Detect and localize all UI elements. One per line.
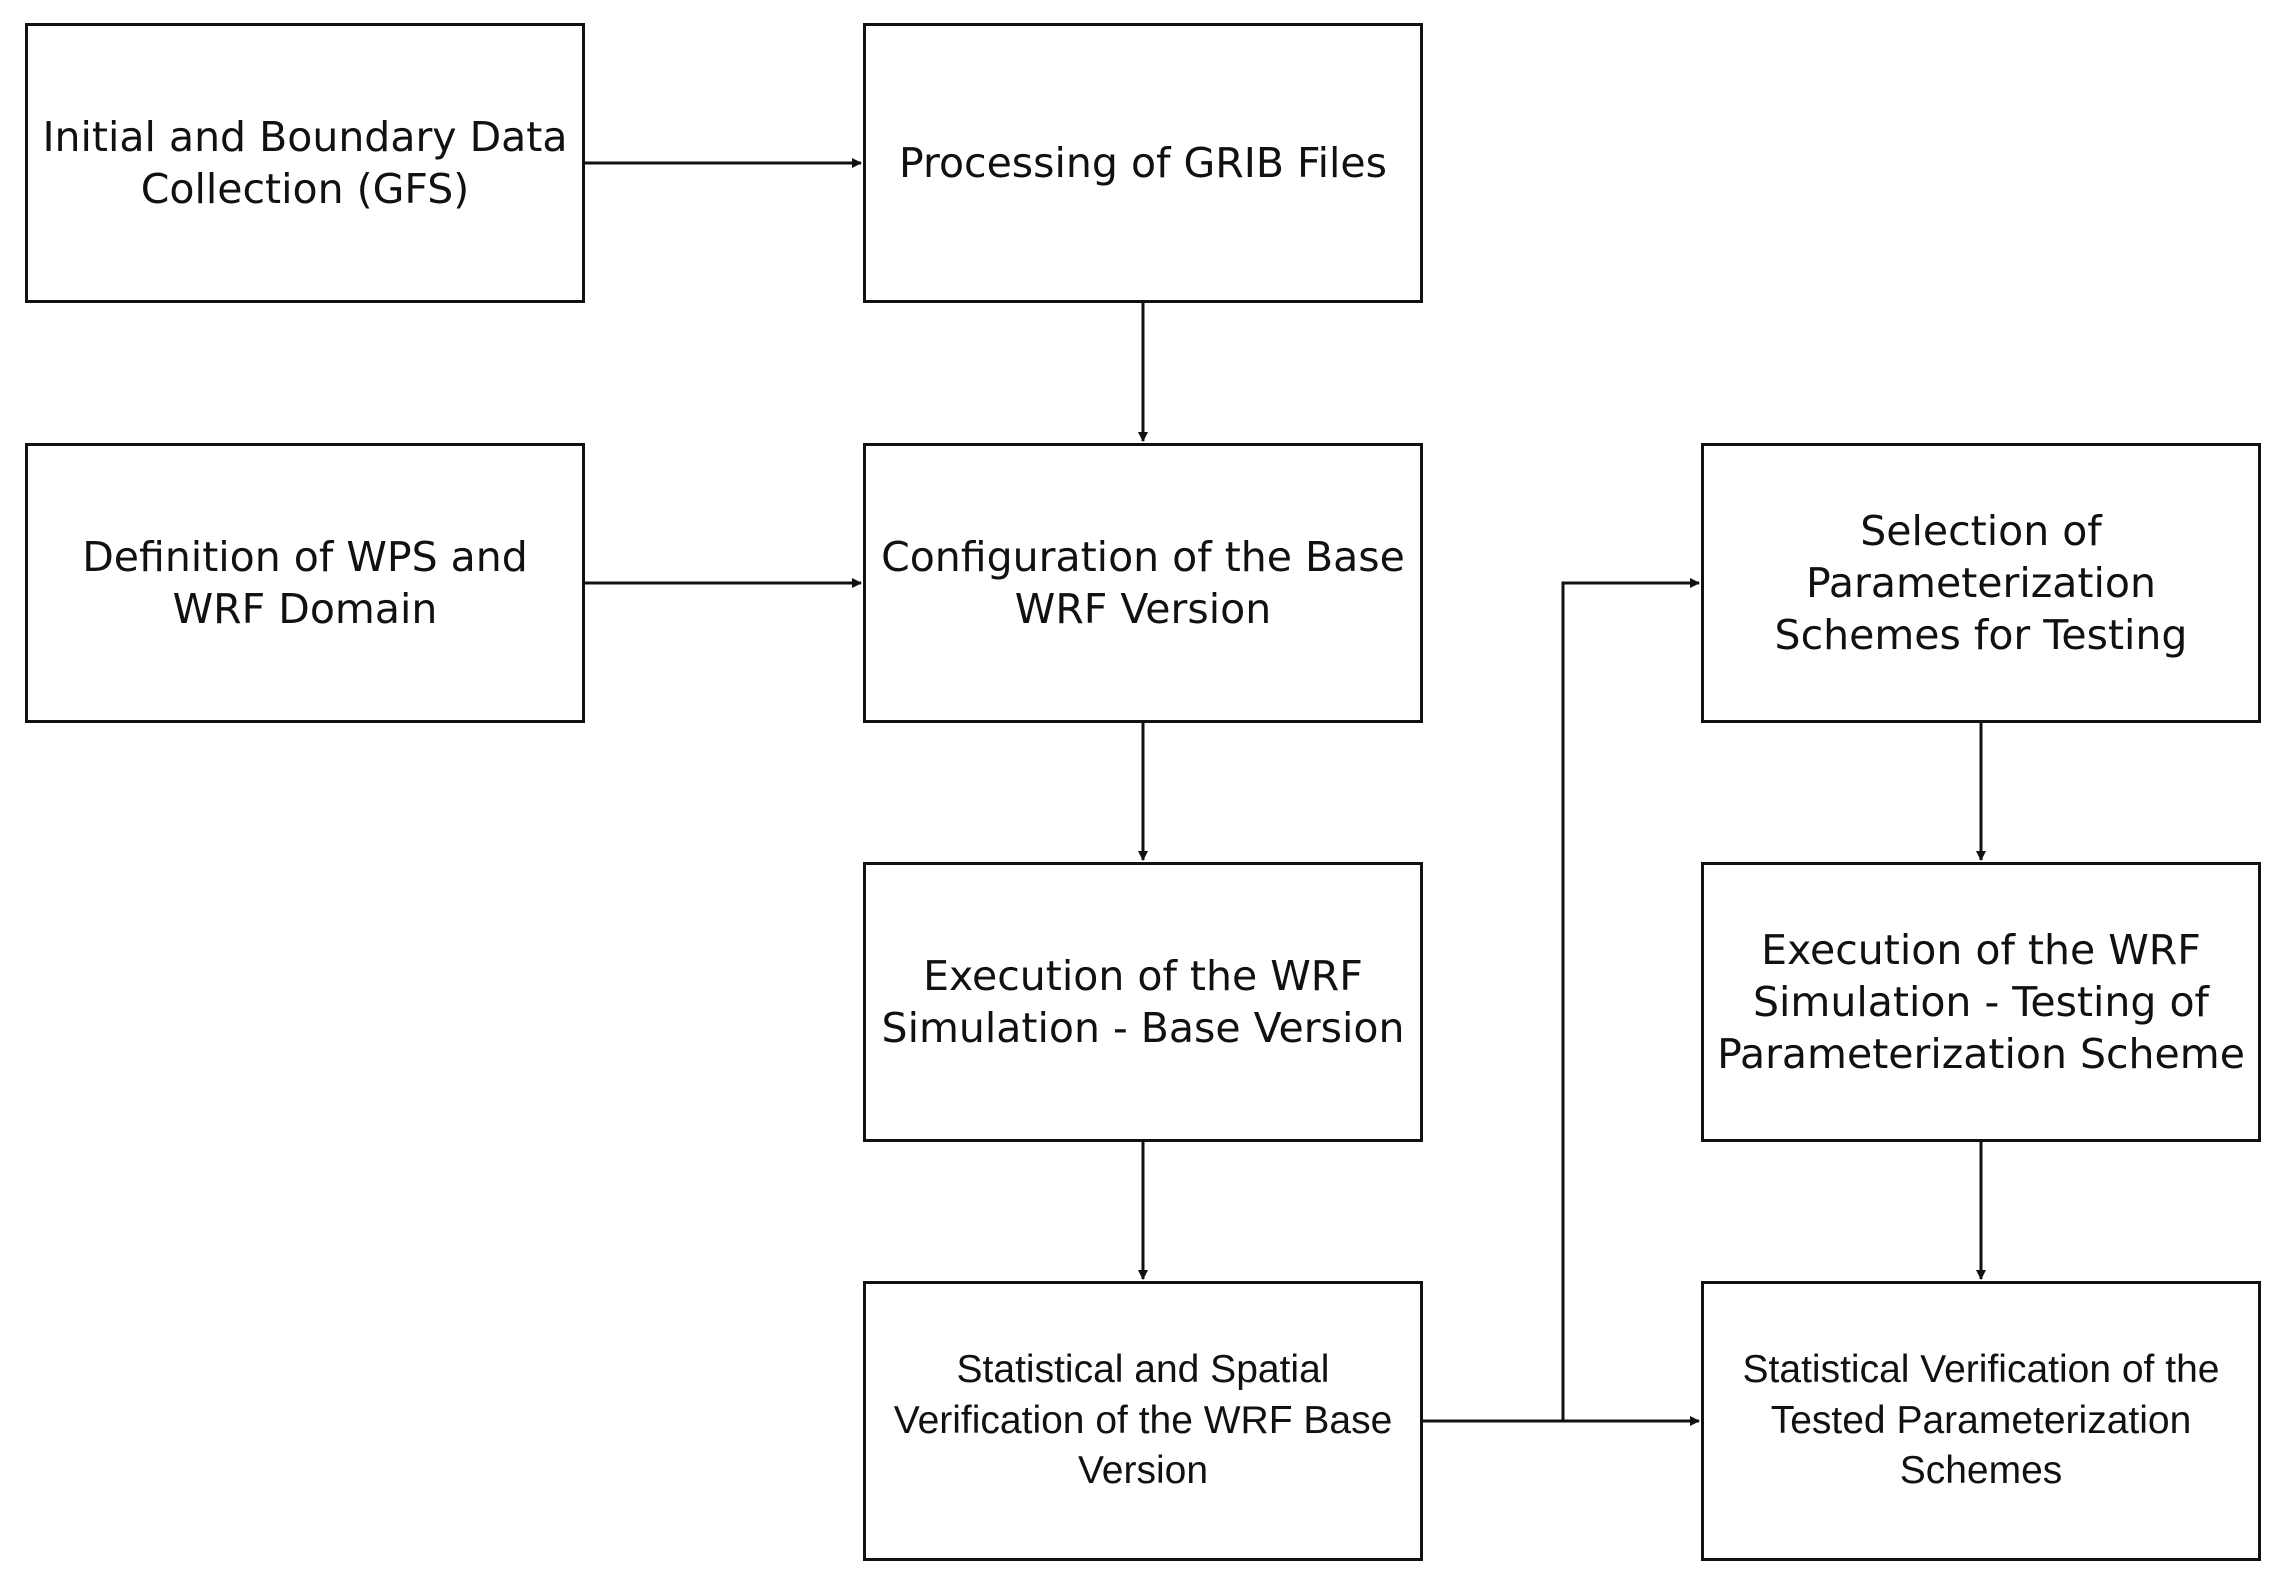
arrow-verif-base-to-selection bbox=[1423, 578, 1700, 1423]
node-scheme-selection: Selection of Parameterization Schemes fo… bbox=[1701, 443, 2261, 723]
node-base-configuration: Configuration of the Base WRF Version bbox=[863, 443, 1423, 723]
node-grib-processing: Processing of GRIB Files bbox=[863, 23, 1423, 303]
node-verification-base: Statistical and Spatial Verification of … bbox=[863, 1281, 1423, 1561]
node-execution-base: Execution of the WRF Simulation - Base V… bbox=[863, 862, 1423, 1142]
node-initial-boundary-data: Initial and Boundary Data Collection (GF… bbox=[25, 23, 585, 303]
node-execution-testing: Execution of the WRF Simulation - Testin… bbox=[1701, 862, 2261, 1142]
node-wps-wrf-domain: Definition of WPS and WRF Domain bbox=[25, 443, 585, 723]
node-verification-tested: Statistical Verification of the Tested P… bbox=[1701, 1281, 2261, 1561]
